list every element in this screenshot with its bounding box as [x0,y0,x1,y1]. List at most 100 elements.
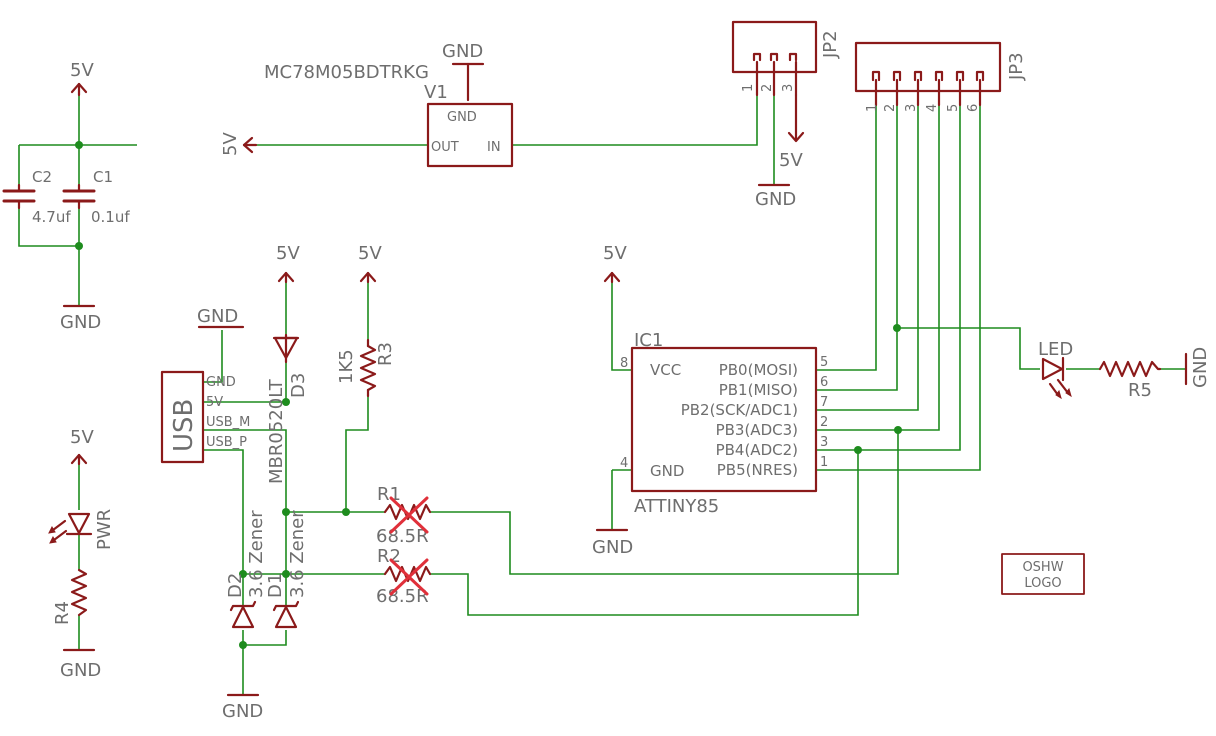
r3-name: R3 [375,342,396,366]
r4-name: R4 [52,601,73,625]
gnd-symbol-ic1: GND [592,528,633,558]
jp3-pin-2: 2 [883,104,898,112]
c1-value: 0.1uf [91,208,130,226]
resistor-r4: R4 [52,568,88,625]
c2-name: C2 [32,168,52,186]
led-pwr: PWR [48,509,115,550]
vcc-label: 5V [220,132,241,156]
resistor-r3: 1K5 R3 [336,338,396,398]
gnd-symbol-pwr: GND [60,648,101,681]
vcc-symbol-pwr: 5V [70,427,94,466]
r3-value: 1K5 [336,349,357,384]
gnd-label: GND [60,312,101,333]
vcc-symbol-regout: 5V [220,132,258,156]
junctions [75,141,902,649]
ic1-pin-label: GND [650,462,684,480]
resistor-r2: R2 68.5R [376,546,432,607]
gnd-symbol-zener: GND [222,693,263,722]
d2-value: 3.6 Zener [246,510,267,598]
nets [18,95,1186,695]
c2-value: 4.7uf [32,208,71,226]
vcc-symbol-jp2: 5V [779,93,805,171]
connector-jp2: 1 2 3 JP2 [731,20,841,97]
usb-pin-5v: 5V [206,395,223,410]
ic1-name: IC1 [634,330,663,351]
led-name: LED [1038,339,1073,360]
gnd-label: GND [197,306,238,327]
jp3-pin-6: 6 [966,104,981,112]
jp3-pin-4: 4 [925,104,940,112]
gnd-symbol-led: GND [1184,347,1211,388]
d1-name: D1 [265,573,286,598]
usb-pin-p: USB_P [206,435,247,450]
ic1-pin-label: PB0(MOSI) [719,361,798,379]
ic1-pin-label: PB3(ADC3) [716,421,798,439]
oshw-line2: LOGO [1024,576,1061,591]
ic1-pin-label: VCC [650,361,681,379]
usb-pin-m: USB_M [206,415,250,430]
gnd-label: GND [1190,347,1211,388]
vcc-label: 5V [779,150,803,171]
vcc-label: 5V [70,60,94,81]
jp3-pin-1: 1 [865,104,880,112]
d3-name: D3 [288,373,309,398]
vcc-symbol-d3: 5V [276,243,300,284]
r1-value: 68.5R [376,526,429,547]
capacitor-c2: C2 4.7uf [2,168,71,226]
ic1-pin-num: 1 [820,455,828,470]
vcc-symbol-ic1: 5V [603,243,627,284]
usb-pin-gnd: GND [206,375,236,390]
c1-name: C1 [93,168,113,186]
jp3-name: JP3 [1006,52,1027,81]
usb-connector: USB GND 5V USB_M USB_P [160,370,250,464]
ic1-pin-label: PB4(ADC2) [716,441,798,459]
zener-d2: D2 3.6 Zener [225,510,267,629]
ic-attiny85: IC1 ATTINY85 8 VCC 4 GND 5PB0(MOSI)6PB1(… [620,330,828,517]
gnd-label: GND [222,701,263,722]
zener-d1: D1 3.6 Zener [265,510,308,629]
ic1-pin-label: PB2(SCK/ADC1) [681,401,798,419]
led-status: LED [1038,339,1073,400]
gnd-label: GND [60,660,101,681]
vcc-label: 5V [276,243,300,264]
d2-name: D2 [225,573,246,598]
ic1-part: ATTINY85 [634,496,719,517]
connector-jp3: 1 2 3 4 5 6 JP3 [854,41,1027,112]
gnd-symbol-jp2: GND [755,183,796,210]
r1-name: R1 [377,484,401,505]
gnd-symbol-caps: GND [60,304,101,333]
oshw-line1: OSHW [1022,560,1063,575]
vcc-label: 5V [70,427,94,448]
ic1-pin-num: 3 [820,435,828,450]
jp2-name: JP2 [820,30,841,59]
r5-name: R5 [1128,380,1152,401]
gnd-symbol-usb: GND [197,306,245,329]
ic1-pin-num: 2 [820,415,828,430]
vcc-symbol-caps: 5V [70,60,94,97]
v1-name: V1 [424,82,448,103]
ic1-pin-num: 7 [820,395,828,410]
capacitor-c1: C1 0.1uf [62,168,130,226]
resistor-r1: R1 68.5R [376,484,432,547]
r2-value: 68.5R [376,586,429,607]
regulator-v1: MC78M05BDTRKG V1 GND OUT IN [264,62,514,168]
ic1-right-pins: 5PB0(MOSI)6PB1(MISO)7PB2(SCK/ADC1)2PB3(A… [681,355,829,479]
ic1-pin-num: 5 [820,355,828,370]
r2-name: R2 [377,546,401,567]
d1-value: 3.6 Zener [287,510,308,598]
strike-mark [389,558,429,596]
vcc-symbol-r3: 5V [358,243,382,284]
jp3-pin-5: 5 [946,104,961,112]
vcc-label: 5V [358,243,382,264]
ic1-pin-num: 8 [620,356,628,371]
ic1-pin-num: 4 [620,456,628,471]
d3-part: MBR0520LT [266,378,287,484]
diode-d3: D3 MBR0520LT [266,333,309,484]
usb-name: USB [169,399,199,452]
gnd-symbol-reg: GND [442,41,485,102]
jp3-pin-3: 3 [904,104,919,112]
jp2-pin-1: 1 [741,84,756,92]
v1-part: MC78M05BDTRKG [264,62,429,83]
gnd-label: GND [592,537,633,558]
